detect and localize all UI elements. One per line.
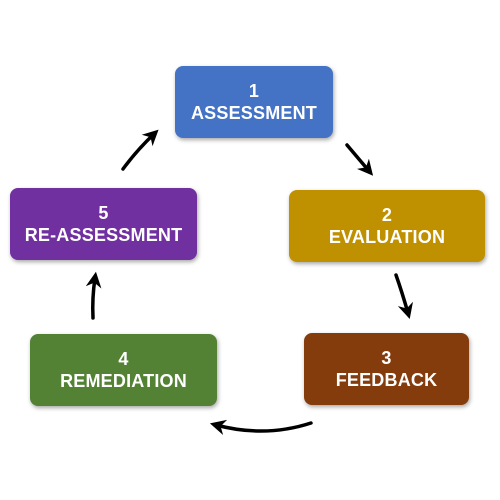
step-label: REMEDIATION <box>60 371 187 391</box>
step-number: 1 <box>248 80 260 101</box>
step-number: 3 <box>381 347 392 368</box>
arrow-remediation-to-reassessment <box>85 271 102 320</box>
arrow-assessment-to-evaluation <box>345 143 374 176</box>
arrow-reassessment-to-assessment <box>121 129 159 171</box>
arrow-feedback-to-remediation <box>209 419 313 436</box>
step-number: 5 <box>98 202 109 223</box>
step-number: 2 <box>381 204 393 225</box>
step-evaluation: 2 EVALUATION <box>289 190 485 262</box>
arrow-evaluation-to-feedback <box>394 273 413 320</box>
step-remediation: 4 REMEDIATION <box>30 334 217 406</box>
step-number: 4 <box>118 348 129 369</box>
step-assessment: 1 ASSESSMENT <box>175 66 333 138</box>
step-label: ASSESSMENT <box>190 103 318 123</box>
step-label: RE-ASSESSMENT <box>24 225 183 245</box>
step-reassessment: 5 RE-ASSESSMENT <box>10 188 197 260</box>
step-label: EVALUATION <box>328 227 446 247</box>
step-feedback: 3 FEEDBACK <box>304 333 469 405</box>
step-label: FEEDBACK <box>335 370 438 390</box>
